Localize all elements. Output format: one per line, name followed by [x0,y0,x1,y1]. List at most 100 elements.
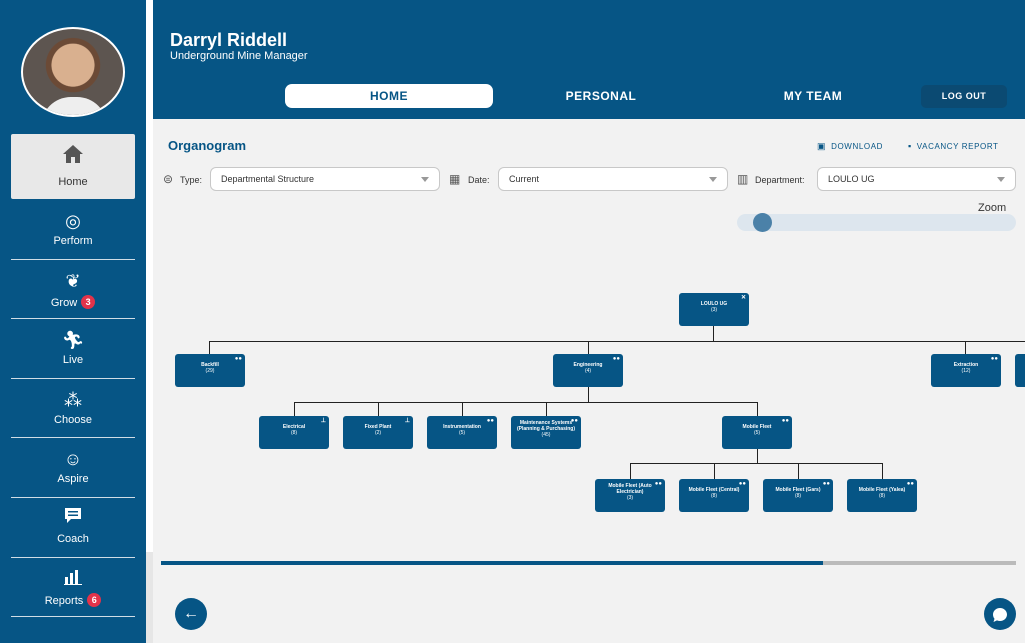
org-node-name: Mobile Fleet (Auto Electrician) [608,483,652,495]
sidebar-item-home[interactable]: Home [11,134,135,199]
back-button[interactable]: ← [175,598,207,630]
sidebar-item-aspire[interactable]: ☺ Aspire [11,438,135,498]
download-label: DOWNLOAD [831,142,884,151]
org-node-name: Extraction [953,362,979,368]
org-node-name: Maintenance Systems (Planning & Purchasi… [516,420,576,432]
reading-icon: ☺ [63,449,83,469]
user-title: Underground Mine Manager [170,50,308,62]
divider [11,259,135,260]
vacancy-label: VACANCY REPORT [916,142,999,151]
org-node-count: (3) [626,495,634,501]
org-node-maintenance-systems[interactable]: ●● Maintenance Systems (Planning & Purch… [511,416,581,449]
save-icon: ▣ [817,141,827,151]
department-label: Department: [755,175,805,185]
chat-button[interactable] [984,598,1016,630]
type-value: Departmental Structure [221,174,315,184]
org-node-backfill[interactable]: ●● Backfill (29) [175,354,245,387]
sidebar-item-label: Grow [50,297,78,309]
org-node-count: (12) [961,368,971,374]
org-node-count: (8) [794,493,802,499]
org-node-fleet-central[interactable]: ●● Mobile Fleet (Central) (8) [679,479,749,512]
org-node-extraction[interactable]: ●● Extraction (12) [931,354,1001,387]
divider [11,616,135,617]
department-select[interactable]: LOULO UG [817,167,1016,191]
org-node-name: Mobile Fleet (Central) [688,487,740,493]
logout-button[interactable]: LOG OUT [921,85,1007,108]
notification-badge: 6 [87,593,102,607]
sidebar-item-choose[interactable]: ⁂ Choose [11,379,135,439]
org-node-count: (2) [374,430,382,436]
type-label: Type: [180,175,203,185]
scrollbar-thumb[interactable] [161,561,823,565]
org-node-mobile-fleet[interactable]: ●● Mobile Fleet (5) [722,416,792,449]
org-node-fleet-gars[interactable]: ●● Mobile Fleet (Gars) (8) [763,479,833,512]
download-button[interactable]: ▣ DOWNLOAD [817,141,883,152]
org-node-partial[interactable] [1015,354,1025,387]
sidebar-item-perform[interactable]: ◎ Perform [11,200,135,260]
org-node-name: Mobile Fleet [742,424,772,430]
org-node-name: Electrical [282,424,306,430]
org-node-fixed-plant[interactable]: ⊥ Fixed Plant (2) [343,416,413,449]
people-icon: ●● [570,418,578,424]
zoom-slider-thumb[interactable] [753,213,772,232]
horizontal-scrollbar[interactable] [161,561,1016,565]
tab-my-team[interactable]: MY TEAM [783,89,843,103]
org-node-count: (3) [710,307,718,313]
org-node-count: (5) [458,430,466,436]
choose-icon: ⁂ [64,390,82,410]
running-icon: 🏃︎ [61,330,85,350]
org-node-fleet-auto-electrician[interactable]: ●● Mobile Fleet (Auto Electrician) (3) [595,479,665,512]
sidebar-item-label: Choose [54,414,92,426]
briefcase-icon: ▪ [908,141,912,151]
sidebar-item-coach[interactable]: Coach [11,498,135,558]
close-icon[interactable]: ✕ [740,295,746,301]
chat-icon [11,506,135,532]
chevron-down-icon [421,177,429,182]
type-select[interactable]: Departmental Structure [210,167,440,191]
arrow-left-icon: ← [183,605,199,622]
sidebar-item-label: Home [58,176,88,188]
sidebar-item-label: Reports [44,595,84,607]
org-node-name: Mobile Fleet (Gars) [775,487,821,493]
chevron-down-icon [997,177,1005,182]
people-icon: ●● [612,356,620,362]
zoom-slider[interactable] [737,213,1016,232]
org-node-count: (29) [205,368,215,374]
sidebar-item-live[interactable]: 🏃︎ Live [11,319,135,379]
org-node-root[interactable]: ✕ LOULO UG (3) [679,293,749,326]
date-select[interactable]: Current [498,167,728,191]
user-name: Darryl Riddell [170,30,288,50]
org-node-name: LOULO UG [700,301,728,307]
org-node-count: (8) [878,493,886,499]
notification-badge: 3 [81,295,96,309]
org-node-instrumentation[interactable]: ●● Instrumentation (5) [427,416,497,449]
divider [11,378,135,379]
org-node-electrical[interactable]: ⊥ Electrical (8) [259,416,329,449]
organogram-chart[interactable]: ✕ LOULO UG (3) ●● Backfill (29) ●● Engin… [161,240,1025,560]
tab-personal[interactable]: PERSONAL [565,89,637,103]
sidebar-item-label: Coach [57,533,89,545]
org-node-name: Fixed Plant [364,424,392,430]
org-node-name: Backfill [201,362,219,368]
home-icon [11,144,135,170]
vacancy-report-button[interactable]: ▪ VACANCY REPORT [908,141,999,151]
sidebar-scrollbar[interactable] [146,0,153,643]
hierarchy-icon: ⊥ [404,418,410,424]
org-node-engineering[interactable]: ●● Engineering (4) [553,354,623,387]
org-node-fleet-yalea[interactable]: ●● Mobile Fleet (Yalea) (8) [847,479,917,512]
org-node-count: (45) [541,432,551,438]
page-title: Organogram [168,138,247,153]
org-node-count: (5) [753,430,761,436]
header: Darryl Riddell Underground Mine Manager … [153,0,1025,119]
sidebar-item-label: Aspire [57,473,89,485]
sidebar-item-label: Live [62,354,84,366]
org-node-count: (8) [710,493,718,499]
calendar-icon: ▦ [449,172,461,186]
org-node-count: (4) [584,368,592,374]
avatar[interactable] [21,27,125,117]
tab-home[interactable]: HOME [285,84,493,108]
filter-icon: ⊜ [163,172,174,186]
